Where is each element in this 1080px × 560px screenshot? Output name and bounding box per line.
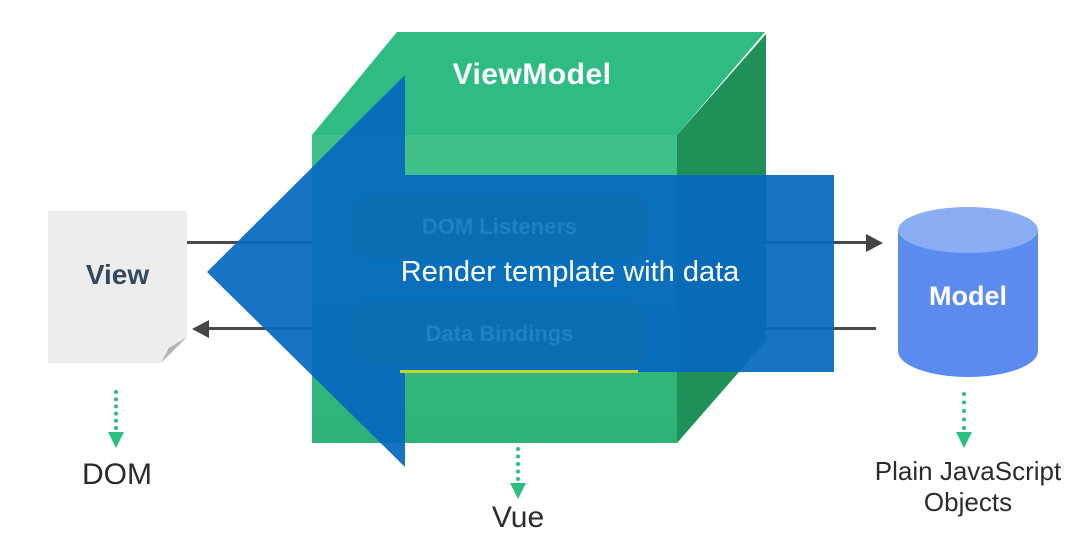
- data-bindings-label: Data Bindings: [425, 321, 574, 346]
- dotted-arrowhead: [956, 432, 972, 448]
- connector-arrowhead-left-icon: [192, 320, 209, 338]
- data-bindings-box: Data Bindings: [352, 302, 647, 366]
- dotted-line: [516, 447, 520, 481]
- dotted-arrow-viewmodel-to-vue-icon: [510, 447, 526, 499]
- dotted-line: [114, 390, 118, 430]
- plain-javascript-objects-caption: Plain JavaScript Objects: [874, 456, 1062, 517]
- model-database-icon: Model: [898, 207, 1038, 377]
- vue-caption: Vue: [491, 501, 545, 534]
- dom-listeners-box: DOM Listeners: [352, 196, 647, 258]
- cylinder-body: [898, 230, 1038, 377]
- paper-fold-corner-icon: [161, 337, 187, 363]
- render-arrow-label: Render template with data: [400, 256, 740, 288]
- dotted-line: [962, 392, 966, 430]
- dotted-arrow-model-to-objects-icon: [956, 392, 972, 448]
- dom-listeners-label: DOM Listeners: [421, 214, 578, 239]
- dotted-arrowhead: [510, 483, 526, 499]
- viewmodel-label: ViewModel: [452, 58, 612, 91]
- data-bindings-underline: [400, 370, 638, 373]
- cylinder-top: [898, 207, 1038, 253]
- view-label: View: [85, 259, 150, 290]
- dom-caption: DOM: [82, 458, 152, 491]
- view-paper-icon: [48, 211, 187, 363]
- dotted-arrow-view-to-dom-icon: [108, 390, 124, 448]
- connector-arrowhead-right-icon: [866, 234, 883, 252]
- dotted-arrowhead: [108, 432, 124, 448]
- model-label: Model: [929, 281, 1007, 311]
